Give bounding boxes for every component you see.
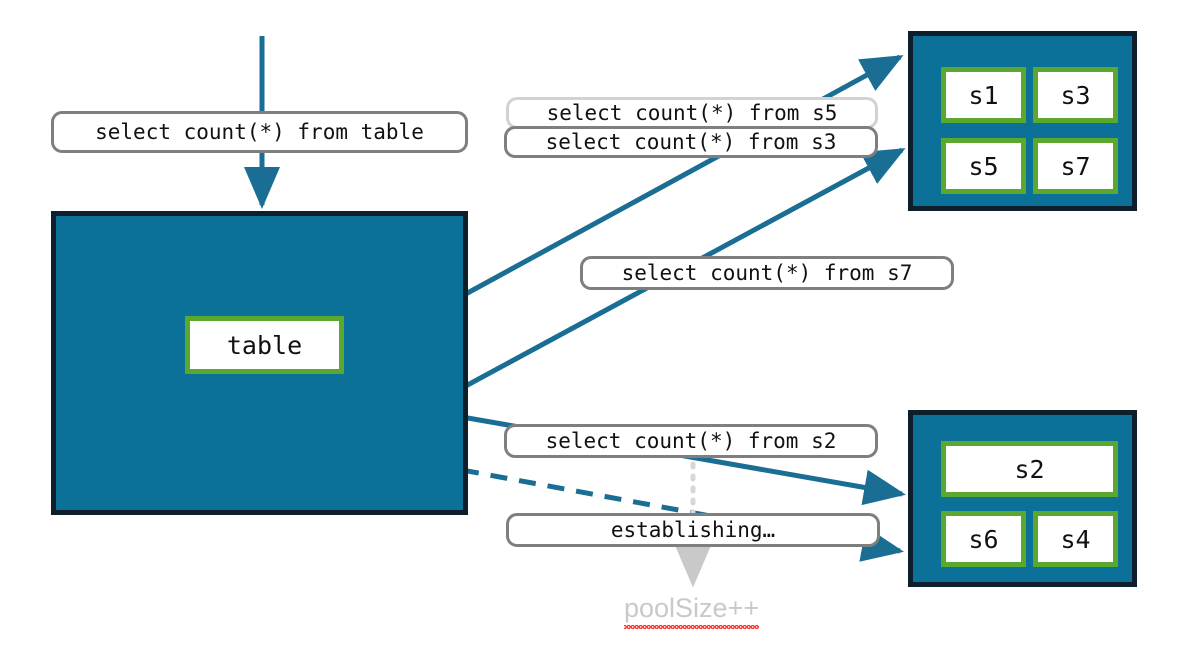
label-query-s5[interactable]: select count(*) from s5 [506, 97, 878, 129]
label-query-s7-text: select count(*) from s7 [621, 261, 913, 285]
label-query-s7[interactable]: select count(*) from s7 [580, 256, 954, 290]
label-incoming-query[interactable]: select count(*) from table [51, 111, 468, 153]
node-s1[interactable]: s1 [941, 67, 1026, 123]
label-query-s3[interactable]: select count(*) from s3 [504, 126, 878, 158]
label-query-s2-text: select count(*) from s2 [545, 429, 837, 453]
node-s6-label: s6 [968, 524, 999, 554]
node-s5-label: s5 [968, 151, 999, 181]
node-s1-label: s1 [968, 80, 999, 110]
node-s3[interactable]: s3 [1033, 67, 1118, 123]
node-s3-label: s3 [1060, 80, 1091, 110]
node-s4-label: s4 [1060, 524, 1091, 554]
upper-server-group[interactable]: s1 s3 s5 s7 [908, 31, 1137, 211]
node-s5[interactable]: s5 [941, 138, 1026, 194]
node-s2[interactable]: s2 [941, 441, 1118, 497]
label-query-s2[interactable]: select count(*) from s2 [504, 424, 878, 458]
label-establishing-text: establishing… [610, 518, 776, 542]
label-incoming-query-text: select count(*) from table [95, 120, 424, 144]
annotation-poolsize-text: poolSize++ [624, 593, 760, 629]
node-s7[interactable]: s7 [1033, 138, 1118, 194]
node-table[interactable]: table [185, 316, 344, 374]
label-query-s5-text: select count(*) from s5 [546, 101, 838, 125]
node-s6[interactable]: s6 [941, 511, 1026, 567]
label-establishing[interactable]: establishing… [506, 513, 880, 547]
table-group[interactable]: table [51, 211, 468, 515]
node-s7-label: s7 [1060, 151, 1091, 181]
lower-server-group[interactable]: s2 s6 s4 [908, 410, 1137, 587]
annotation-poolsize: poolSize++ [624, 593, 760, 629]
node-s4[interactable]: s4 [1033, 511, 1118, 567]
label-query-s3-text: select count(*) from s3 [545, 130, 837, 154]
node-s2-label: s2 [1014, 454, 1045, 484]
node-table-label: table [226, 330, 303, 360]
